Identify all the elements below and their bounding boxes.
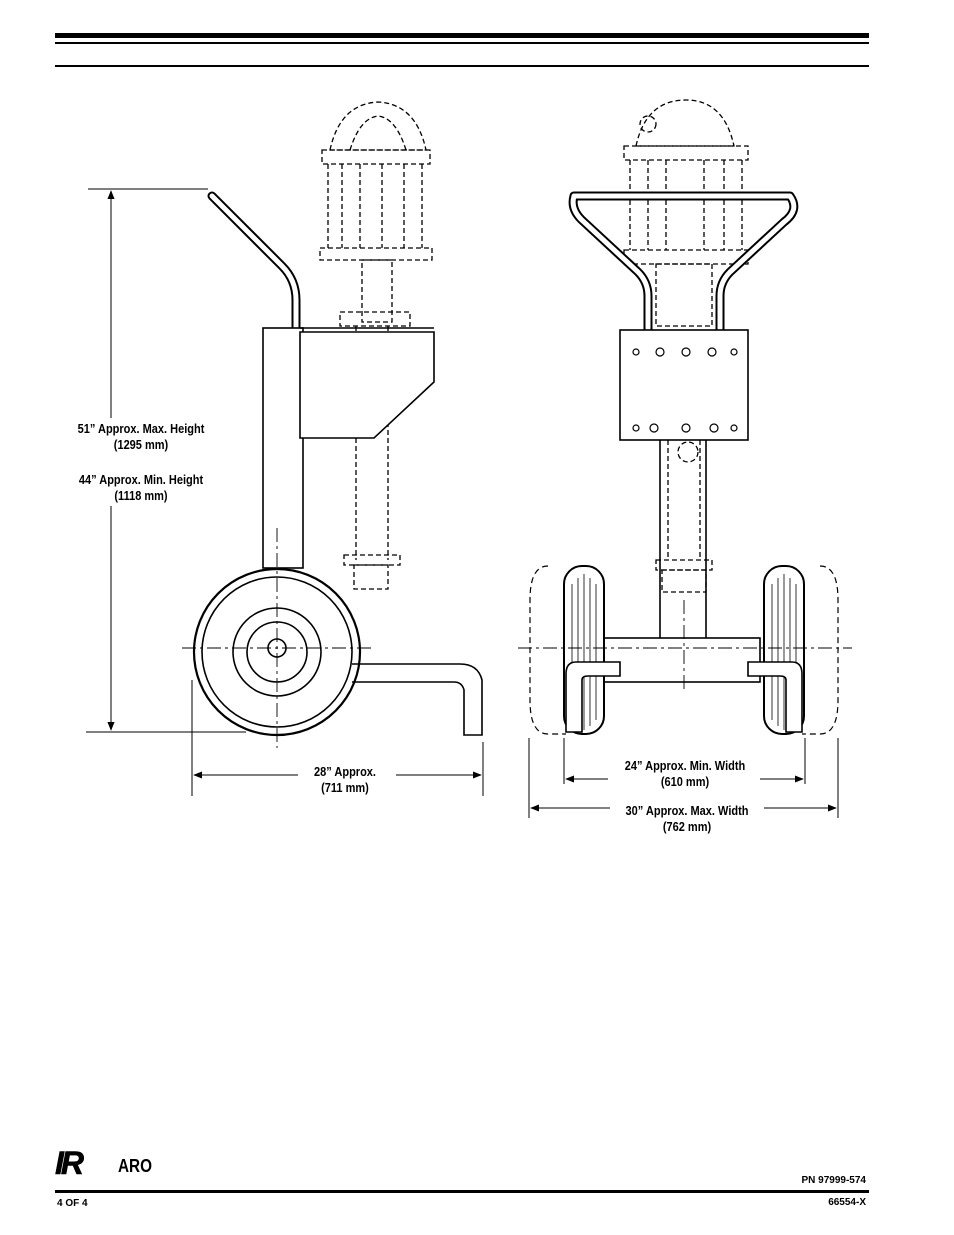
front-plate-bolts <box>632 347 738 433</box>
side-base-leg <box>352 663 483 736</box>
max-width-label: 30” Approx. Max. Width (762 mm) <box>625 804 749 834</box>
depth-label: 28” Approx. (711 mm) <box>314 765 376 795</box>
front-foot-right <box>747 661 803 733</box>
height-dimension <box>86 188 246 733</box>
front-mount-plate <box>619 329 749 441</box>
ir-aro-logo: IR ARO <box>55 1145 165 1181</box>
min-width-label: 24” Approx. Min. Width (610 mm) <box>624 759 746 789</box>
front-view <box>518 99 852 735</box>
front-foot-left <box>565 661 621 733</box>
side-view <box>182 101 483 748</box>
max-height-label: 51” Approx. Max. Height (1295 mm) <box>77 422 205 452</box>
side-bracket <box>299 331 435 439</box>
footer-rule <box>55 1190 869 1193</box>
header-rule-thick <box>55 33 869 38</box>
side-upright <box>262 327 304 569</box>
width-dimensions <box>528 738 839 818</box>
front-handle <box>568 191 799 330</box>
page-number: 4 OF 4 <box>57 1198 88 1209</box>
min-height-label: 44” Approx. Min. Height (1118 mm) <box>78 473 204 503</box>
drawing-number: 66554-X <box>828 1197 866 1208</box>
depth-dimension <box>191 680 484 796</box>
ir-logo-mark: IR <box>55 1145 85 1181</box>
aro-logo-text: ARO <box>118 1156 152 1176</box>
front-axle-beam <box>587 637 761 683</box>
header-rule-mid <box>55 42 869 44</box>
part-number: PN 97999-574 <box>801 1175 867 1186</box>
header-rule-thin <box>55 65 869 67</box>
